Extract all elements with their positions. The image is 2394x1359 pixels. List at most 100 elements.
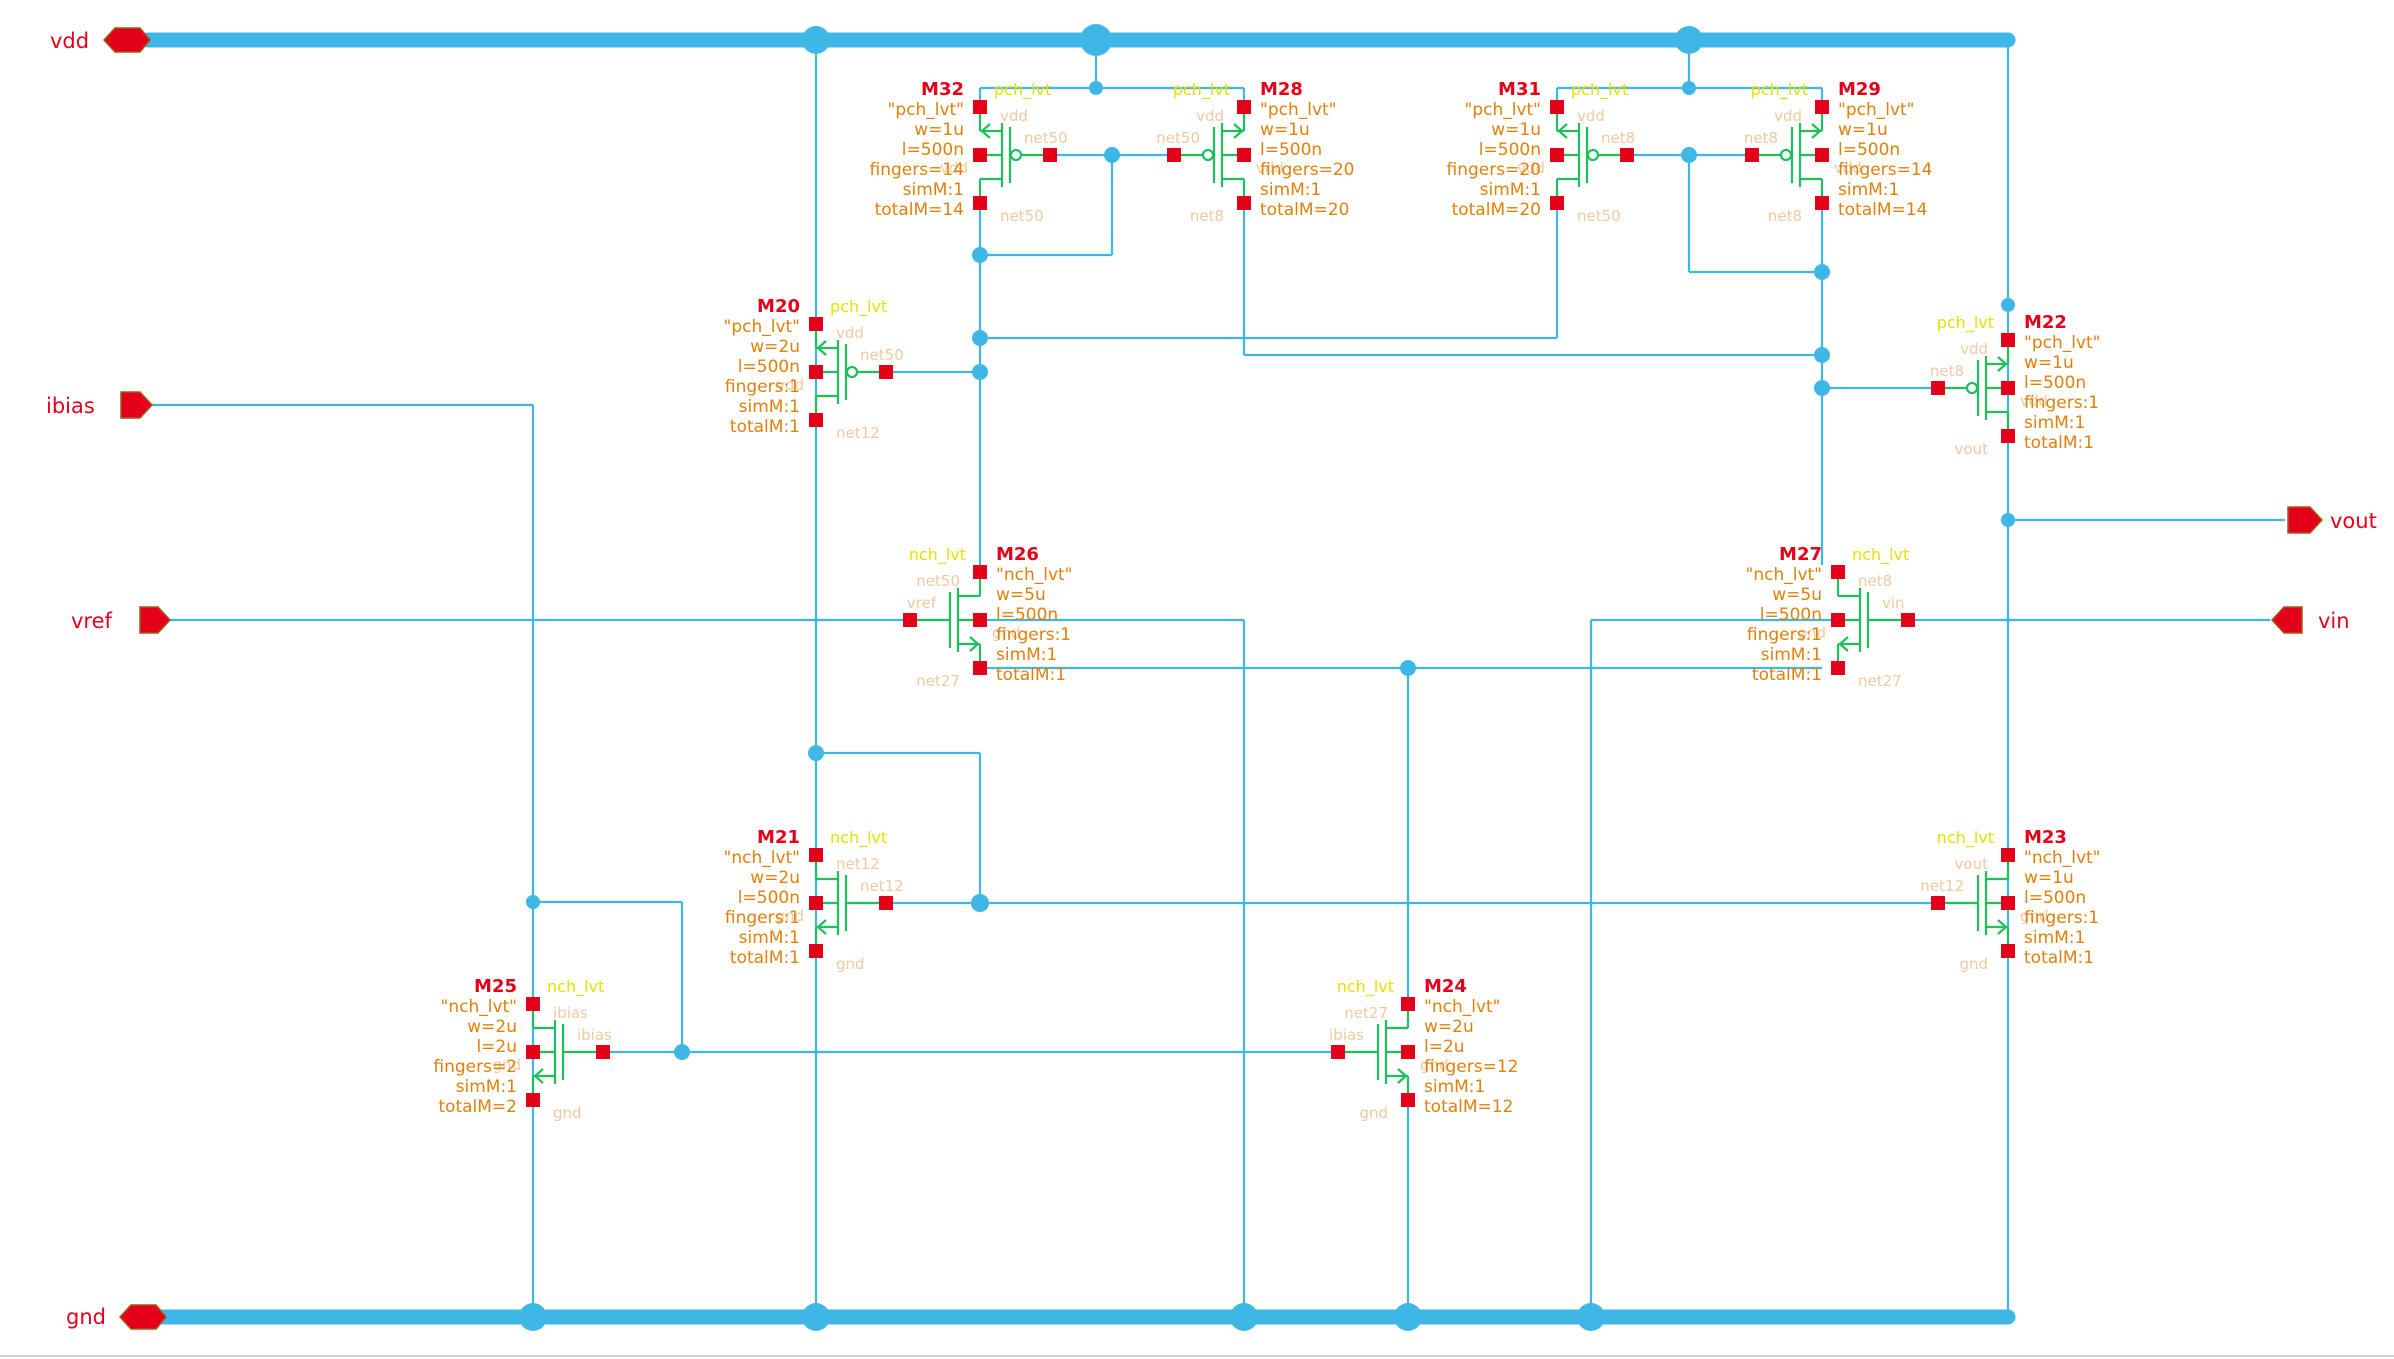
device-param: "pch_lvt" xyxy=(2024,333,2101,353)
pin[interactable] xyxy=(809,944,823,958)
wires xyxy=(140,32,2285,1325)
instance-name: M20 xyxy=(757,296,800,317)
ibias-port[interactable]: ibias xyxy=(46,391,154,419)
pin[interactable] xyxy=(2001,381,2015,395)
pin[interactable] xyxy=(1237,100,1251,114)
transistor-m21[interactable]: net12net12gndgndnch_lvtM21"nch_lvt"w=2ul… xyxy=(724,827,904,973)
pin[interactable] xyxy=(596,1045,610,1059)
pin[interactable] xyxy=(903,613,917,627)
pin[interactable] xyxy=(973,613,987,627)
pin[interactable] xyxy=(973,100,987,114)
device-param: "nch_lvt" xyxy=(724,848,800,868)
pin[interactable] xyxy=(879,896,893,910)
pin[interactable] xyxy=(809,413,823,427)
device-param: "pch_lvt" xyxy=(1465,100,1542,120)
device-param: totalM=20 xyxy=(1452,200,1541,220)
pin[interactable] xyxy=(973,565,987,579)
model-label: nch_lvt xyxy=(1937,828,1994,848)
pin[interactable] xyxy=(1167,148,1181,162)
pin[interactable] xyxy=(1831,613,1845,627)
pin[interactable] xyxy=(973,661,987,675)
vdd-port[interactable]: vdd xyxy=(50,27,151,53)
model-label: nch_lvt xyxy=(1852,545,1909,565)
pin[interactable] xyxy=(2001,333,2015,347)
gnd-port-label: gnd xyxy=(66,1305,106,1329)
pin[interactable] xyxy=(1815,148,1829,162)
pin[interactable] xyxy=(1815,100,1829,114)
pin[interactable] xyxy=(2001,896,2015,910)
ibias-port-label: ibias xyxy=(46,394,95,418)
net-label: net8 xyxy=(1744,129,1778,147)
pin[interactable] xyxy=(1815,196,1829,210)
pin[interactable] xyxy=(1745,148,1759,162)
pin[interactable] xyxy=(879,365,893,379)
pin[interactable] xyxy=(1401,1045,1415,1059)
pin[interactable] xyxy=(1237,196,1251,210)
pin[interactable] xyxy=(526,1045,540,1059)
pin[interactable] xyxy=(1550,148,1564,162)
pin[interactable] xyxy=(1043,148,1057,162)
device-param: fingers=2 xyxy=(433,1057,517,1077)
net-label: net8 xyxy=(1768,207,1802,225)
net-label: vout xyxy=(1955,855,1989,873)
model-label: nch_lvt xyxy=(1337,977,1394,997)
net-label: ibias xyxy=(553,1004,588,1022)
pin[interactable] xyxy=(809,896,823,910)
pin[interactable] xyxy=(1831,661,1845,675)
instance-name: M24 xyxy=(1424,976,1467,997)
device-param: l=500n xyxy=(738,357,800,377)
pin[interactable] xyxy=(2001,429,2015,443)
pin[interactable] xyxy=(809,317,823,331)
device-param: "nch_lvt" xyxy=(1424,997,1500,1017)
transistor-m20[interactable]: vddnet50vddnet12pch_lvtM20"pch_lvt"w=2ul… xyxy=(724,296,904,442)
device-param: fingers=12 xyxy=(1424,1057,1518,1077)
pin[interactable] xyxy=(1401,997,1415,1011)
pin[interactable] xyxy=(526,1093,540,1107)
pin[interactable] xyxy=(1901,613,1915,627)
net-label: net8 xyxy=(1190,207,1224,225)
pin[interactable] xyxy=(2001,944,2015,958)
pin[interactable] xyxy=(1237,148,1251,162)
vout-port[interactable]: vout xyxy=(2287,506,2377,534)
device-param: simM:1 xyxy=(996,645,1057,665)
devices: vddnet50vddnet50pch_lvtM32"pch_lvt"w=1ul… xyxy=(433,79,2100,1122)
pin[interactable] xyxy=(1620,148,1634,162)
transistor-m25[interactable]: ibiasibiasgndgndnch_lvtM25"nch_lvt"w=2ul… xyxy=(433,976,612,1122)
device-param: fingers:1 xyxy=(725,377,800,397)
device-param: l=500n xyxy=(2024,888,2086,908)
device-param: totalM=14 xyxy=(1838,200,1927,220)
transistor-m32[interactable]: vddnet50vddnet50pch_lvtM32"pch_lvt"w=1ul… xyxy=(870,79,1068,225)
pin[interactable] xyxy=(1550,196,1564,210)
pin[interactable] xyxy=(1831,565,1845,579)
device-param: l=500n xyxy=(1479,140,1541,160)
pin[interactable] xyxy=(973,148,987,162)
pin[interactable] xyxy=(1931,896,1945,910)
pin[interactable] xyxy=(2001,848,2015,862)
device-param: fingers=20 xyxy=(1447,160,1541,180)
vref-port[interactable]: vref xyxy=(71,606,172,634)
model-label: nch_lvt xyxy=(830,828,887,848)
vin-port[interactable]: vin xyxy=(2270,606,2350,634)
device-param: simM:1 xyxy=(739,397,800,417)
net-label: ibias xyxy=(577,1026,612,1044)
transistor-m27[interactable]: net8vingndnet27nch_lvtM27"nch_lvt"w=5ul=… xyxy=(1746,544,1915,690)
pin[interactable] xyxy=(526,997,540,1011)
pin[interactable] xyxy=(809,848,823,862)
gnd-port[interactable]: gnd xyxy=(66,1304,167,1330)
pin[interactable] xyxy=(1550,100,1564,114)
pin[interactable] xyxy=(809,365,823,379)
pin[interactable] xyxy=(1331,1045,1345,1059)
device-param: simM:1 xyxy=(1761,645,1822,665)
device-param: fingers:1 xyxy=(996,625,1071,645)
pin[interactable] xyxy=(1401,1093,1415,1107)
pin[interactable] xyxy=(973,196,987,210)
transistor-m31[interactable]: vddnet8vddnet50pch_lvtM31"pch_lvt"w=1ul=… xyxy=(1447,79,1636,225)
pin[interactable] xyxy=(1931,381,1945,395)
